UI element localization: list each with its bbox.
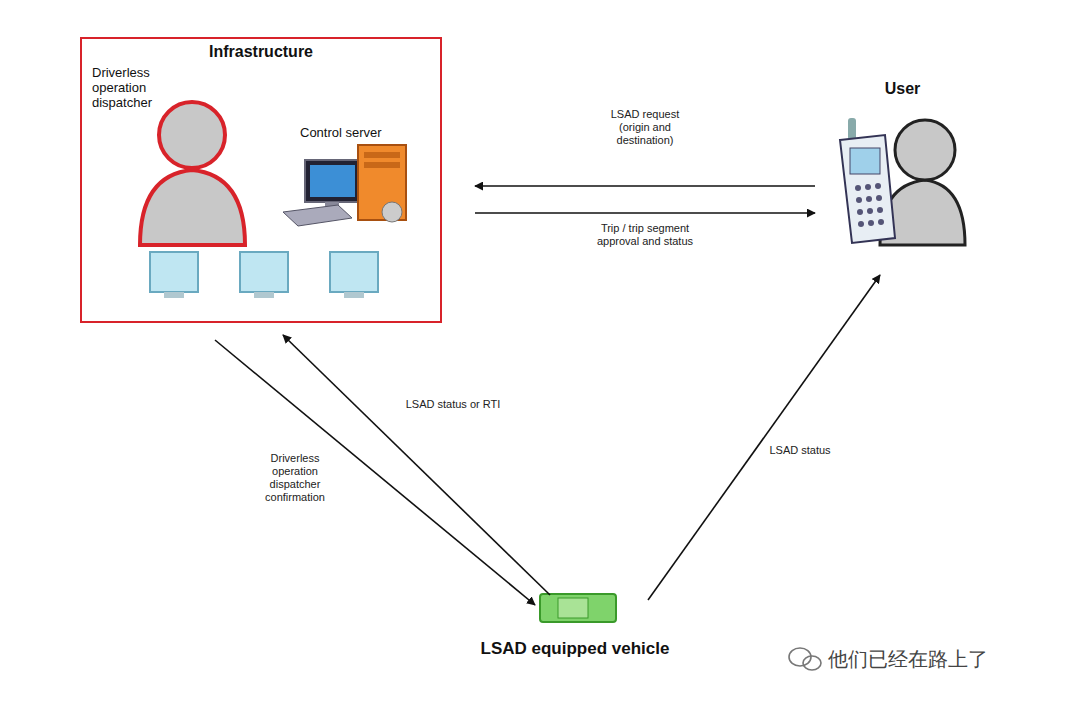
flow-arrow bbox=[648, 275, 880, 600]
edge-label: LSAD status bbox=[760, 444, 840, 457]
edge-label: Trip / trip segment approval and status bbox=[580, 222, 710, 248]
edge-label: Driverless operation dispatcher confirma… bbox=[250, 452, 340, 504]
edge-label: LSAD status or RTI bbox=[398, 398, 508, 411]
flow-arrow bbox=[475, 212, 815, 214]
user-text: User bbox=[835, 80, 970, 98]
dispatcher-icon bbox=[140, 102, 245, 245]
flow-arrow bbox=[215, 340, 535, 605]
role-text: Driverless operation dispatcher bbox=[92, 65, 182, 110]
watermark-icon bbox=[789, 648, 821, 670]
computer-icon bbox=[283, 145, 406, 226]
vehicle-node: LSAD equipped vehicle bbox=[480, 588, 670, 690]
user-icon bbox=[840, 118, 965, 245]
edge-label: LSAD request (origin and destination) bbox=[598, 108, 692, 147]
infrastructure-box: InfrastructureDriverless operation dispa… bbox=[80, 37, 442, 323]
vehicle-text: LSAD equipped vehicle bbox=[480, 638, 670, 659]
flow-arrow bbox=[475, 185, 815, 187]
server-text: Control server bbox=[300, 125, 420, 140]
watermark-text: 他们已经在路上了 bbox=[828, 646, 988, 673]
title-text: Infrastructure bbox=[82, 43, 440, 61]
monitor-icons bbox=[150, 252, 378, 298]
user-node: User bbox=[835, 78, 970, 250]
flow-arrow bbox=[283, 335, 550, 595]
vehicle-icon bbox=[540, 594, 616, 622]
